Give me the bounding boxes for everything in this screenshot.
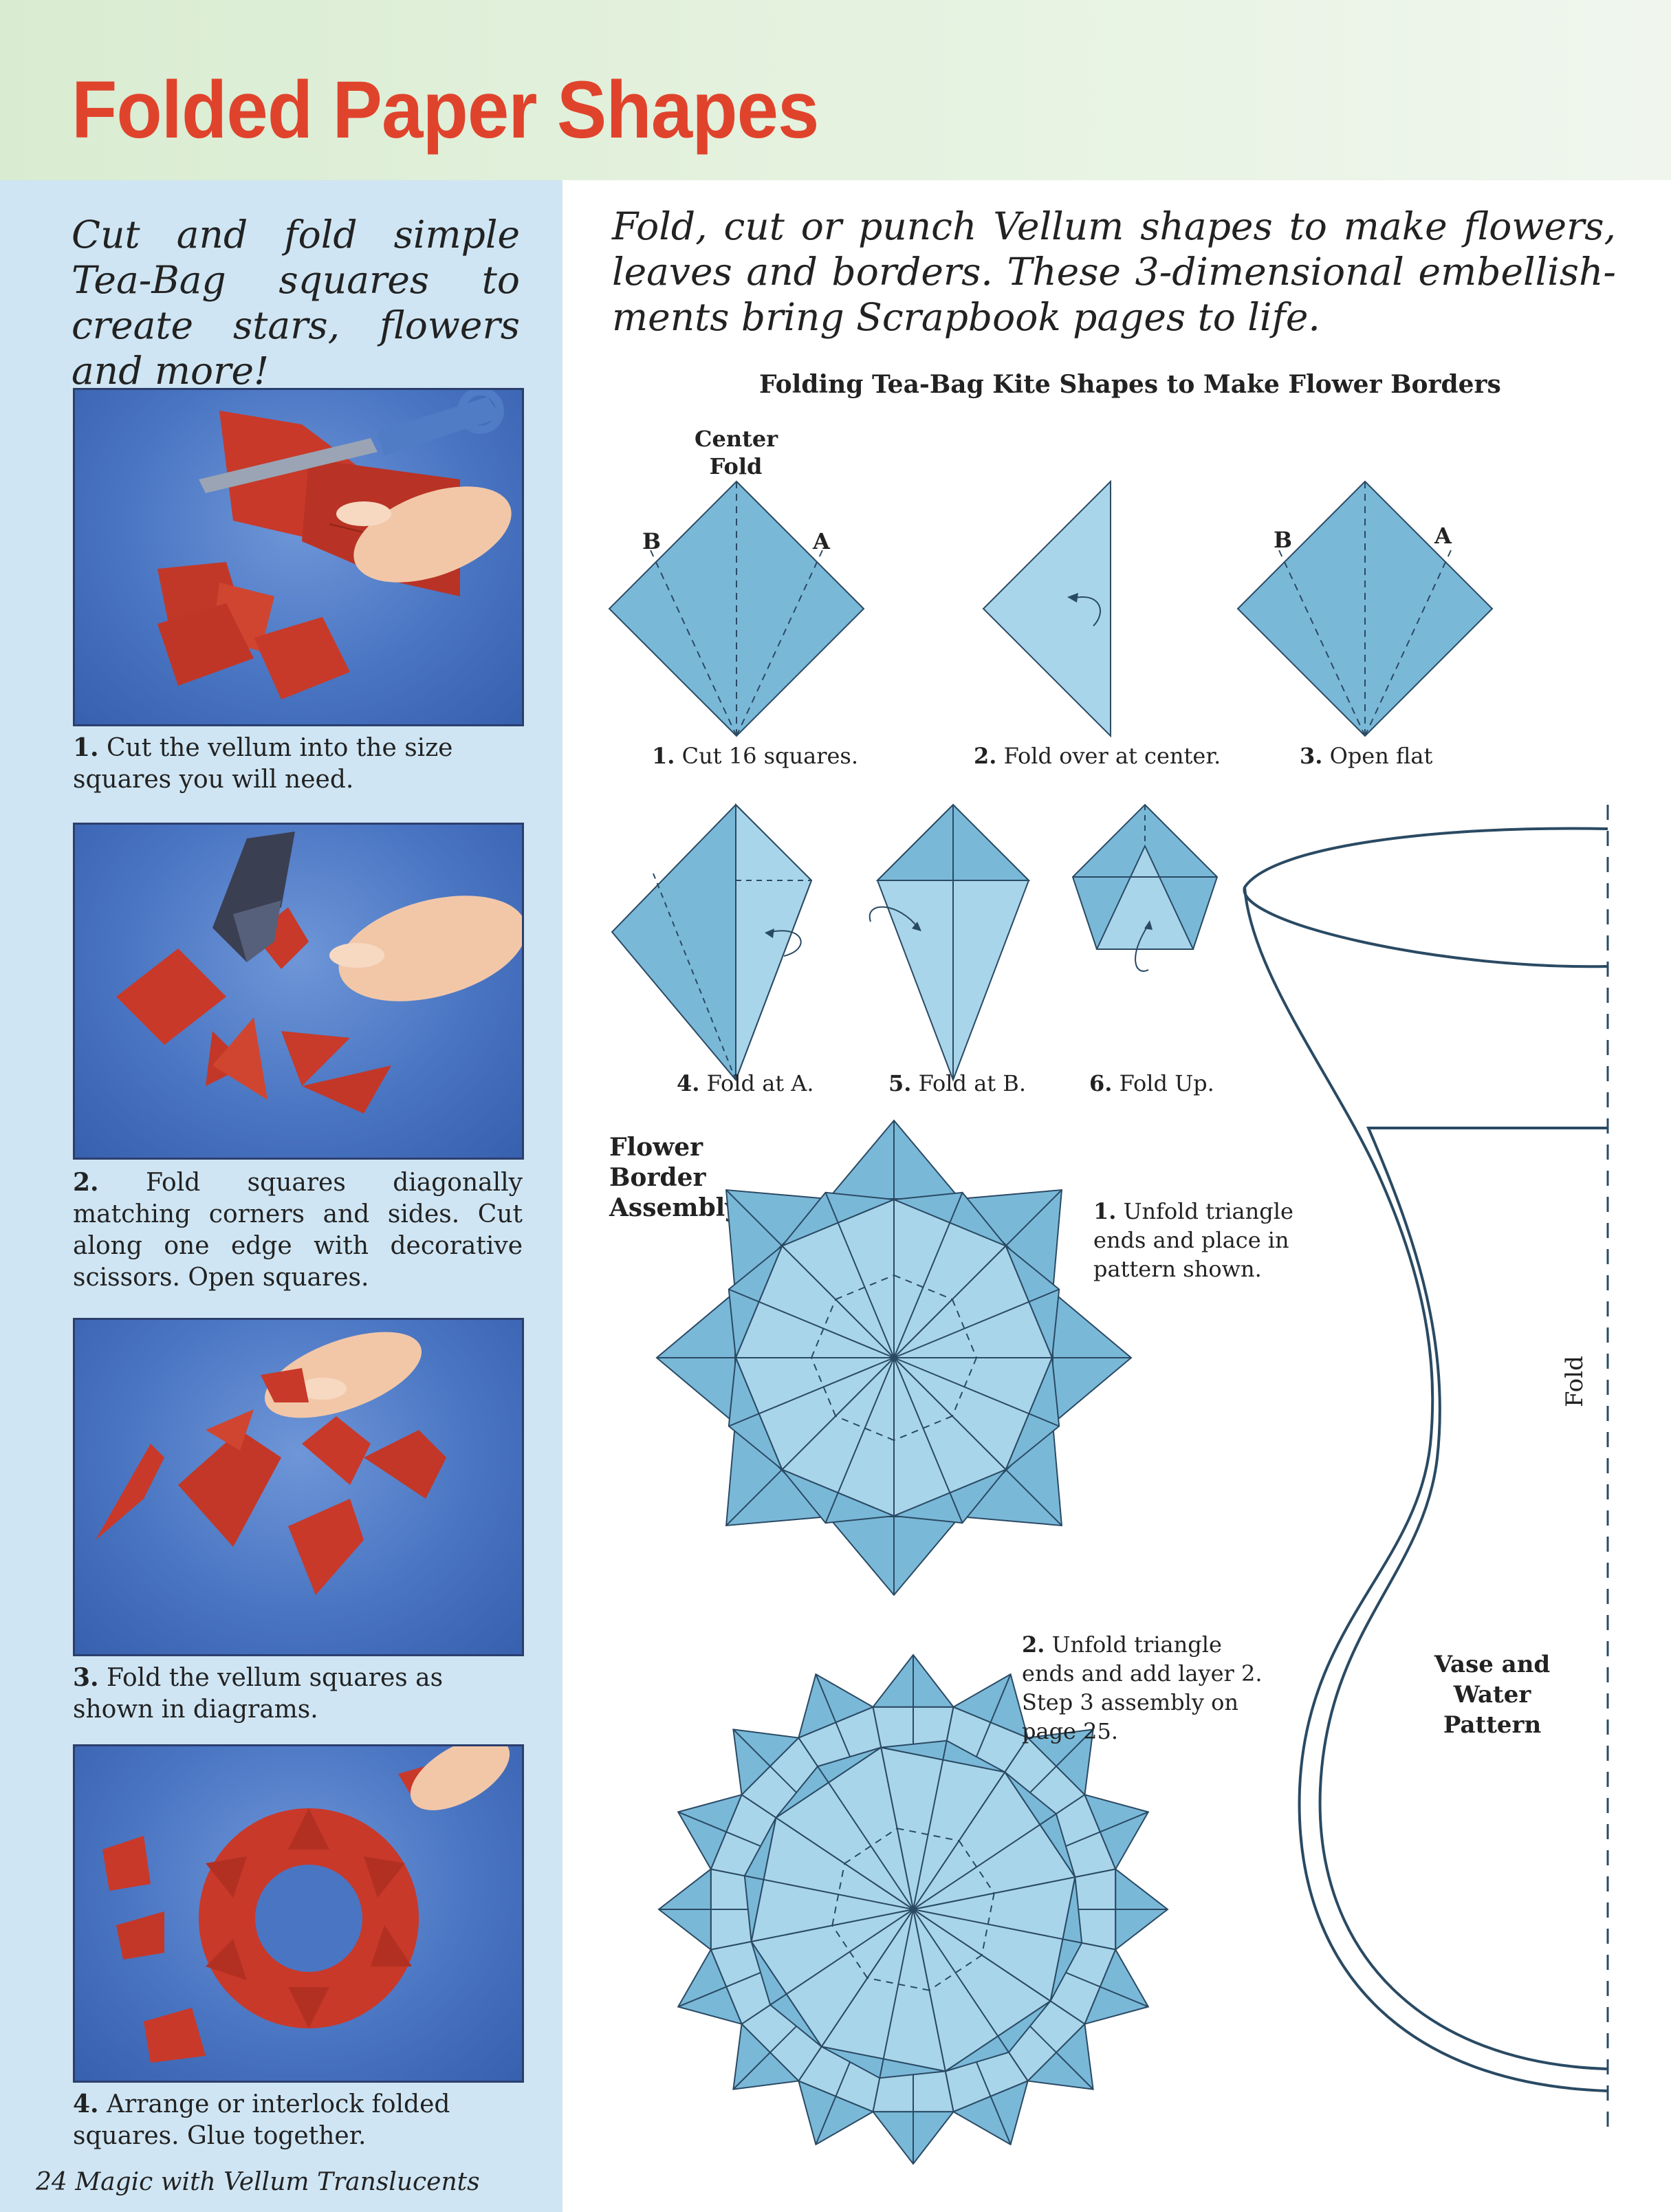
petal-fold-line [835, 1275, 895, 1301]
petal-center-line [728, 1357, 895, 1427]
diagram-1-label-a: A [813, 528, 830, 554]
center-fold-label: Center Fold [695, 426, 778, 479]
diagram-step-1 [608, 480, 865, 737]
diagram-step-1-number: 1. [652, 743, 675, 769]
step-1-text: Cut the vellum into the size squares you… [73, 734, 453, 794]
diagram-step-3 [1236, 480, 1494, 737]
flower-assembly-1 [655, 1119, 1133, 1596]
assembly-2-caption: 2. Unfold triangle ends and add layer 2.… [1022, 1630, 1269, 1746]
assembly-2-number: 2. [1022, 1631, 1045, 1658]
vase-fold-label: Fold [1561, 1356, 1588, 1407]
diagram-step-6 [1071, 803, 1219, 972]
petal-center-line [893, 1192, 963, 1358]
petal-fold-line [951, 1357, 977, 1417]
diagram-1-label-b: B [642, 528, 662, 554]
step-1-number: 1. [73, 733, 99, 762]
petal-center-line [913, 1813, 1057, 1910]
vase-pattern [1243, 805, 1609, 2132]
petal-fold-line [893, 1415, 953, 1441]
photo-step-3-illustration [96, 1332, 446, 1595]
petal-fold-line [835, 1415, 895, 1441]
step-2-caption: 2. Fold squares diagonally matching corn… [73, 1167, 523, 1294]
petal-fold-line [844, 1828, 898, 1865]
petal-center-line [913, 1740, 948, 1910]
diagram-step-5-number: 5. [888, 1070, 912, 1096]
petal-fold-line [831, 1863, 846, 1926]
petal-center-line [824, 1357, 895, 1524]
photo-step-2 [73, 823, 524, 1160]
assembly-1-text: Unfold triangle ends and place in patter… [1093, 1198, 1293, 1282]
assembly-title: Flower Border Assembly [609, 1133, 740, 1222]
petal-fold-line [958, 1840, 995, 1894]
step-2-text: Fold squares diagonally matching corners… [73, 1169, 523, 1292]
petal-center-line [824, 1192, 895, 1358]
header-band [0, 0, 1671, 180]
assembly-1-caption: 1. Unfold triangle ends and place in pat… [1093, 1197, 1300, 1283]
diagram-step-6-text: Fold Up. [1119, 1070, 1214, 1096]
diagram-step-5-text: Fold at B. [918, 1070, 1026, 1096]
petal-center-line [893, 1288, 1060, 1358]
step-4-caption: 4. Arrange or interlock folded squares. … [73, 2088, 527, 2152]
step-2-number: 2. [73, 1168, 99, 1197]
photo-step-3 [73, 1318, 524, 1656]
diagram-step-2-text: Fold over at center. [1003, 743, 1221, 769]
petal-center-line [913, 1909, 1082, 1944]
petal-center-line [769, 1909, 914, 2006]
photo-step-2-illustration [116, 832, 522, 1114]
petal-fold-line [981, 1893, 995, 1955]
diagram-step-3-text: Open flat [1329, 743, 1433, 769]
diagram-step-4 [611, 803, 813, 1081]
diagram-step-3-caption: 3. Open flat [1300, 743, 1432, 769]
diagram-step-1-caption: 1. Cut 16 squares. [652, 743, 858, 769]
diagram-step-2-caption: 2. Fold over at center. [974, 743, 1221, 769]
page-title: Folded Paper Shapes [72, 65, 819, 155]
step-3-caption: 3. Fold the vellum squares as shown in d… [73, 1662, 527, 1726]
diagram-step-4-text: Fold at A. [706, 1070, 814, 1096]
petal-fold-line [811, 1299, 837, 1358]
petal-fold-line [897, 1828, 959, 1842]
petal-fold-line [831, 1924, 869, 1979]
step-3-text: Fold the vellum squares as shown in diag… [73, 1664, 444, 1724]
photo-step-1-illustration [157, 390, 512, 700]
diagram-step-5 [869, 803, 1031, 1082]
intro-right-text: Fold, cut or punch Vellum shapes to make… [612, 204, 1616, 339]
diagram-step-1-text: Cut 16 squares. [681, 743, 859, 769]
petal-center-line [913, 1909, 1009, 2053]
diagram-step-4-number: 4. [677, 1070, 700, 1096]
vase-pattern-label: Vase and Water Pattern [1434, 1651, 1551, 1739]
step-3-number: 3. [73, 1663, 99, 1692]
diagram-step-5-caption: 5. Fold at B. [888, 1070, 1026, 1096]
diagram-step-2-number: 2. [974, 743, 997, 769]
diagram-step-2 [982, 479, 1111, 738]
petal-fold-line [893, 1275, 953, 1301]
diagram-3-label-b: B [1274, 527, 1293, 553]
petal-center-line [893, 1357, 1060, 1427]
petal-fold-line [811, 1357, 837, 1417]
petal-center-line [817, 1766, 914, 1910]
intro-left-text: Cut and fold simple Tea-Bag squares to c… [72, 213, 520, 393]
step-4-text: Arrange or interlock folded squares. Glu… [73, 2090, 450, 2150]
petal-fold-line [928, 1954, 983, 1991]
diagram-3-label-a: A [1434, 523, 1452, 549]
photo-step-1 [73, 388, 524, 726]
step-1-caption: 1. Cut the vellum into the size squares … [73, 732, 527, 796]
diagram-step-4-caption: 4. Fold at A. [677, 1070, 814, 1096]
assembly-1-number: 1. [1093, 1198, 1117, 1224]
petal-center-line [879, 1909, 914, 2079]
diagram-step-6-caption: 6. Fold Up. [1089, 1070, 1214, 1096]
assembly-2-text: Unfold triangle ends and add layer 2. St… [1022, 1631, 1263, 1744]
page-footer: 24 Magic with Vellum Translucents [36, 2168, 480, 2196]
photo-step-4 [73, 1744, 524, 2083]
petal-fold-line [867, 1977, 930, 1991]
petal-center-line [728, 1288, 895, 1358]
petal-fold-line [951, 1299, 977, 1358]
diagram-step-3-number: 3. [1300, 743, 1323, 769]
photo-step-4-illustration [102, 1746, 510, 2063]
diagram-step-6-number: 6. [1089, 1070, 1113, 1096]
diagram-title: Folding Tea-Bag Kite Shapes to Make Flow… [759, 370, 1501, 399]
step-4-number: 4. [73, 2090, 99, 2118]
petal-center-line [893, 1357, 963, 1524]
flower-assembly-2 [657, 1653, 1169, 2165]
petal-center-line [744, 1875, 914, 1910]
